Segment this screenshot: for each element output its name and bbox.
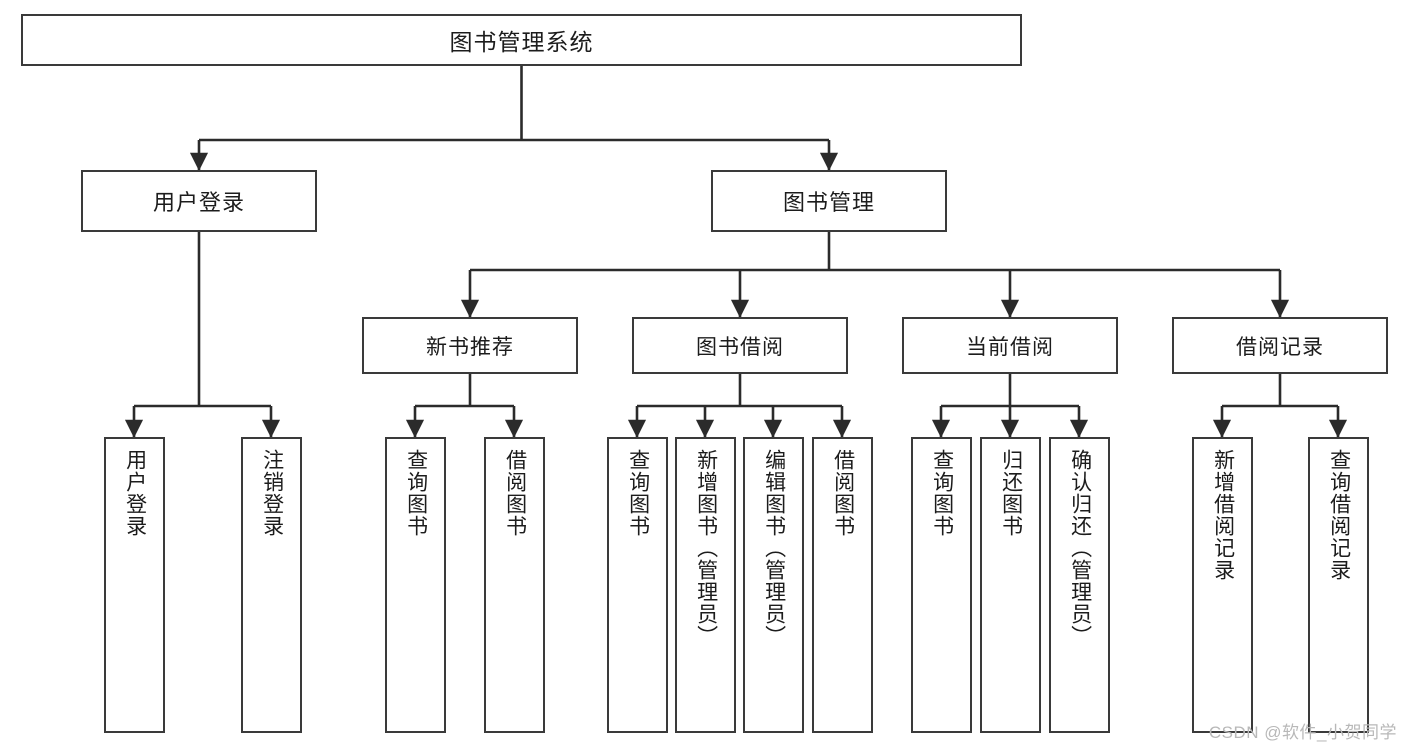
leaf-borrow-record-1-label: 新增借阅记录 [1211,449,1235,581]
node-book-borrow-label: 图书借阅 [696,335,784,359]
leaf-user-login-2-label: 注销登录 [260,449,284,537]
leaf-current-borrow-1[interactable]: 查询图书 [911,437,972,733]
watermark: CSDN @软件_小贺同学 [1208,723,1397,742]
node-user-login[interactable]: 用户登录 [81,170,317,232]
leaf-book-borrow-2-label: 新增图书（管理员） [694,449,718,647]
node-borrow-record[interactable]: 借阅记录 [1172,317,1388,374]
leaf-user-login-2[interactable]: 注销登录 [241,437,302,733]
leaf-new-book-2[interactable]: 借阅图书 [484,437,545,733]
leaf-new-book-1-label: 查询图书 [404,449,428,537]
leaf-book-borrow-3-label: 编辑图书（管理员） [762,449,786,647]
leaf-book-borrow-1-label: 查询图书 [626,449,650,537]
leaf-user-login-1-label: 用户登录 [123,449,147,537]
leaf-current-borrow-2[interactable]: 归还图书 [980,437,1041,733]
leaf-current-borrow-1-label: 查询图书 [930,449,954,537]
leaf-book-borrow-3[interactable]: 编辑图书（管理员） [743,437,804,733]
leaf-borrow-record-1[interactable]: 新增借阅记录 [1192,437,1253,733]
leaf-current-borrow-3[interactable]: 确认归还（管理员） [1049,437,1110,733]
node-root[interactable]: 图书管理系统 [21,14,1022,66]
node-current-borrow-label: 当前借阅 [966,335,1054,359]
node-new-book-recommend-label: 新书推荐 [426,335,514,359]
node-borrow-record-label: 借阅记录 [1236,335,1324,359]
leaf-current-borrow-2-label: 归还图书 [999,449,1023,537]
leaf-current-borrow-3-label: 确认归还（管理员） [1068,449,1092,647]
leaf-new-book-2-label: 借阅图书 [503,449,527,537]
node-book-borrow[interactable]: 图书借阅 [632,317,848,374]
node-current-borrow[interactable]: 当前借阅 [902,317,1118,374]
leaf-book-borrow-2[interactable]: 新增图书（管理员） [675,437,736,733]
leaf-book-borrow-4-label: 借阅图书 [831,449,855,537]
leaf-borrow-record-2-label: 查询借阅记录 [1327,449,1351,581]
node-new-book-recommend[interactable]: 新书推荐 [362,317,578,374]
leaf-user-login-1[interactable]: 用户登录 [104,437,165,733]
node-book-manage[interactable]: 图书管理 [711,170,947,232]
leaf-book-borrow-4[interactable]: 借阅图书 [812,437,873,733]
node-book-manage-label: 图书管理 [782,190,875,215]
leaf-new-book-1[interactable]: 查询图书 [385,437,446,733]
leaf-borrow-record-2[interactable]: 查询借阅记录 [1308,437,1369,733]
leaf-book-borrow-1[interactable]: 查询图书 [607,437,668,733]
node-user-login-label: 用户登录 [152,190,245,215]
node-root-label: 图书管理系统 [449,29,594,55]
